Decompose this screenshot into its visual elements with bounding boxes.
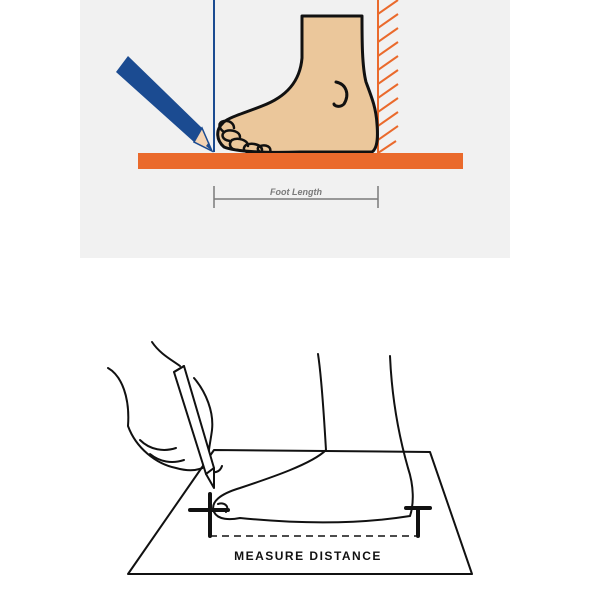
wall-icon bbox=[377, 0, 399, 154]
bottom-panel: MEASURE DISTANCE bbox=[107, 341, 473, 575]
top-panel: Foot Length bbox=[80, 0, 510, 258]
hand-with-pencil-icon bbox=[107, 341, 223, 489]
foot-length-dimension bbox=[213, 186, 379, 208]
pencil-icon bbox=[116, 56, 214, 153]
foot-length-label: Foot Length bbox=[270, 187, 322, 197]
measure-distance-label: MEASURE DISTANCE bbox=[234, 549, 382, 563]
foot-icon bbox=[216, 14, 379, 154]
measurement-marks bbox=[188, 492, 432, 538]
measuring-board bbox=[138, 153, 463, 169]
